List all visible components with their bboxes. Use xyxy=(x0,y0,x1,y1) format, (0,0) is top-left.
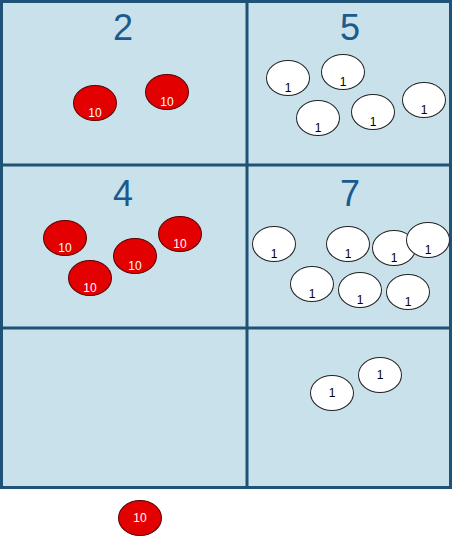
counter-value: 10 xyxy=(133,512,146,524)
one-counter: 1 xyxy=(386,274,430,310)
one-counter: 1 xyxy=(358,357,402,393)
row-divider xyxy=(0,164,452,167)
counter-value: 10 xyxy=(114,260,156,272)
one-counter: 1 xyxy=(252,226,296,262)
digit-heading: 2 xyxy=(0,10,246,46)
one-counter: 1 xyxy=(406,222,450,258)
counter-value: 10 xyxy=(69,282,111,294)
place-value-cell: 71111111 xyxy=(248,166,452,327)
grid-ground xyxy=(2,2,451,488)
one-counter: 1 xyxy=(290,266,334,302)
one-counter: 1 xyxy=(351,94,395,130)
ten-counter: 10 xyxy=(145,74,189,110)
counter-value: 1 xyxy=(377,369,384,381)
ten-counter: 10 xyxy=(73,85,117,121)
counter-value: 1 xyxy=(253,248,295,260)
ten-counter: 10 xyxy=(158,216,202,252)
place-value-cell: 410101010 xyxy=(0,166,246,327)
place-value-cell: 2 10 10 xyxy=(0,0,246,164)
counter-value: 1 xyxy=(329,387,336,399)
row-divider xyxy=(0,327,452,330)
counter-value: 1 xyxy=(322,76,364,88)
ten-counter: 10 xyxy=(43,220,87,256)
counter-value: 10 xyxy=(74,107,116,119)
counter-value: 1 xyxy=(267,82,309,94)
digit-heading: 5 xyxy=(248,10,452,46)
digit-heading: 7 xyxy=(248,176,452,212)
counter-value: 1 xyxy=(373,252,415,264)
counter-value: 10 xyxy=(146,96,188,108)
place-value-cell: 511111 xyxy=(248,0,452,164)
one-counter: 1 xyxy=(266,60,310,96)
one-counter: 1 xyxy=(321,54,365,90)
counter-value: 10 xyxy=(44,242,86,254)
one-counter: 1 xyxy=(338,272,382,308)
one-counter: 1 xyxy=(326,226,370,262)
counter-value: 1 xyxy=(297,122,339,134)
digit-heading: 4 xyxy=(0,176,246,212)
ten-counter: 10 xyxy=(113,238,157,274)
counter-value: 1 xyxy=(387,296,429,308)
one-counter: 1 xyxy=(310,375,354,411)
counter-value: 1 xyxy=(327,248,369,260)
one-counter: 1 xyxy=(402,82,446,118)
ten-counter: 10 xyxy=(68,260,112,296)
counter-value: 1 xyxy=(339,294,381,306)
column-divider xyxy=(246,0,249,488)
counter-value: 1 xyxy=(352,116,394,128)
counter-value: 1 xyxy=(291,288,333,300)
counter-value: 10 xyxy=(159,238,201,250)
ten-counter: 10 xyxy=(118,500,162,536)
counter-value: 1 xyxy=(403,104,445,116)
one-counter: 1 xyxy=(296,100,340,136)
counter-value: 1 xyxy=(407,244,449,256)
